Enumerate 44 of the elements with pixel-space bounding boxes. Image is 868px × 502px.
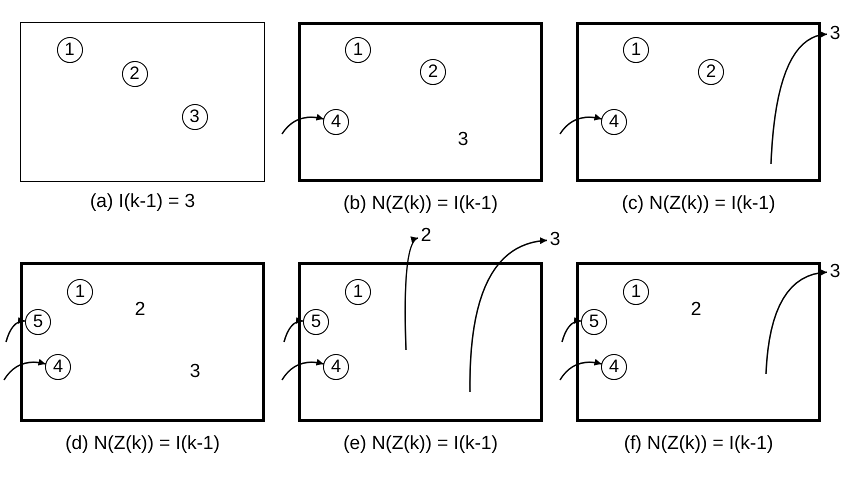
circled-number: 1 xyxy=(56,36,82,62)
circled-number: 5 xyxy=(25,309,51,335)
arrow xyxy=(561,317,582,342)
panel-caption: (b) N(Z(k)) = I(k-1) xyxy=(342,193,499,215)
circled-number: 4 xyxy=(323,109,349,135)
arrow xyxy=(770,32,828,164)
panel-caption: (d) N(Z(k)) = I(k-1) xyxy=(64,433,221,455)
arrow xyxy=(281,359,324,380)
number-label: 3 xyxy=(456,128,470,152)
number-label: 3 xyxy=(188,360,202,384)
circled-number: 1 xyxy=(67,279,93,305)
arrow xyxy=(3,359,46,380)
circled-number: 5 xyxy=(581,309,607,335)
number-label: 3 xyxy=(547,228,563,252)
circled-number: 1 xyxy=(623,279,649,305)
arrow xyxy=(281,114,324,134)
arrow xyxy=(469,238,548,392)
circled-number: 4 xyxy=(601,109,627,135)
circled-number: 1 xyxy=(345,279,371,305)
circled-number: 1 xyxy=(345,37,371,63)
arrow xyxy=(404,237,418,350)
arrow xyxy=(283,317,304,342)
circled-number: 2 xyxy=(420,59,446,85)
circled-number: 2 xyxy=(698,59,724,85)
circled-number: 1 xyxy=(623,37,649,63)
number-label: 2 xyxy=(134,298,146,322)
circled-number: 2 xyxy=(122,60,148,86)
number-label: 3 xyxy=(827,260,843,284)
panel-caption: (f) N(Z(k)) = I(k-1) xyxy=(622,433,774,455)
number-label: 3 xyxy=(827,22,843,46)
arrow xyxy=(559,359,602,380)
circled-number: 4 xyxy=(323,354,349,380)
panel-caption: (e) N(Z(k)) = I(k-1) xyxy=(342,433,499,455)
circled-number: 4 xyxy=(601,354,627,380)
panel-caption: (a) I(k-1) = 3 xyxy=(88,191,196,213)
circled-number: 5 xyxy=(303,309,329,335)
circled-number: 4 xyxy=(45,354,71,380)
arrow xyxy=(5,317,26,342)
number-label: 2 xyxy=(690,298,702,322)
number-label: 2 xyxy=(418,224,434,248)
arrow xyxy=(559,114,602,134)
circled-number: 3 xyxy=(182,104,208,130)
panel-caption: (c) N(Z(k)) = I(k-1) xyxy=(620,193,776,215)
arrow xyxy=(765,270,828,374)
